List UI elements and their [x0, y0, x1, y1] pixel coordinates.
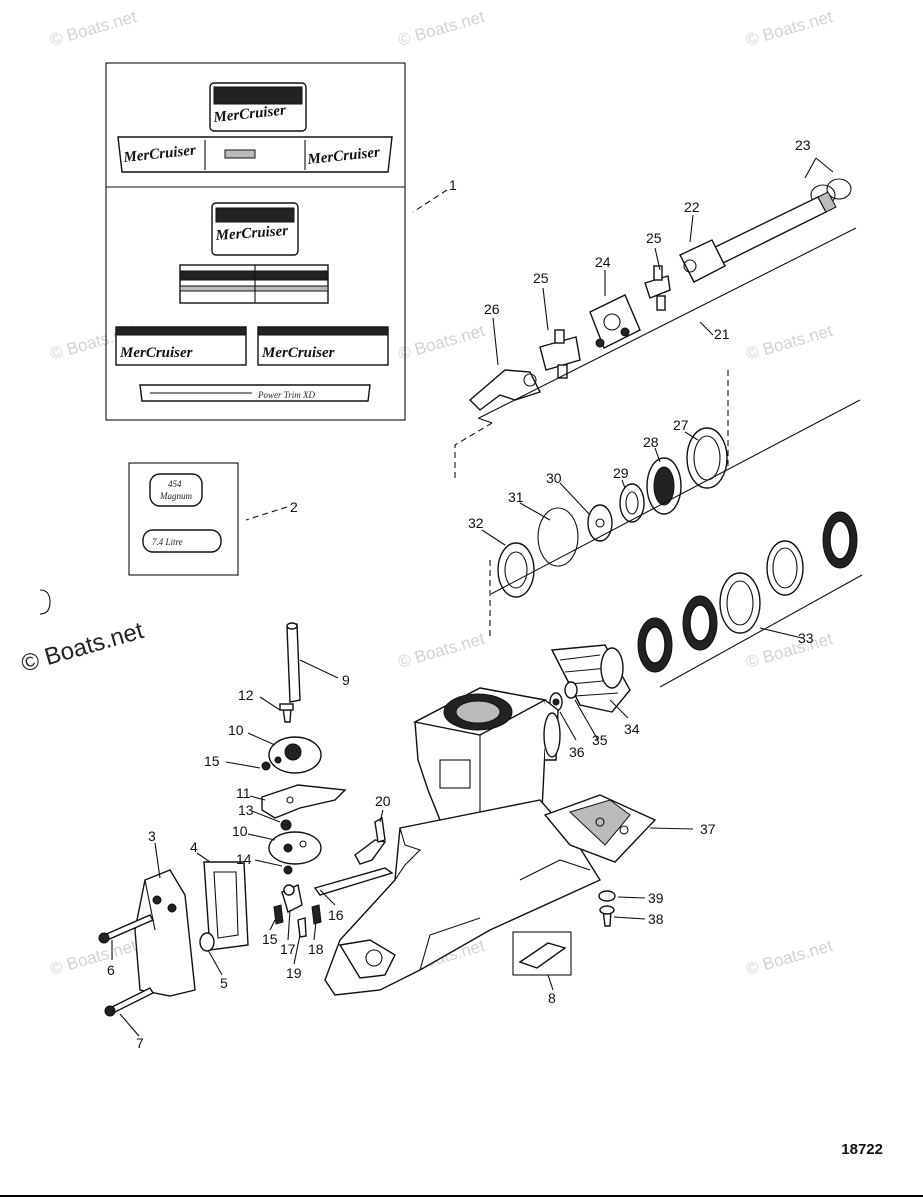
watermark: © Boats.net [48, 936, 139, 979]
part-label-26: 26 [484, 301, 500, 317]
part-label-9: 9 [342, 672, 350, 688]
decal-power-trim-text: Power Trim XD [257, 390, 316, 400]
part-label-39: 39 [648, 890, 664, 906]
side-cover-group [98, 861, 249, 1017]
watermark: © Boats.net [396, 629, 487, 672]
part-label-30: 30 [546, 470, 562, 486]
bearing-race-set [637, 511, 863, 688]
part-label-18: 18 [308, 941, 324, 957]
part-label-10: 10 [228, 722, 244, 738]
part-label-15: 15 [204, 753, 220, 769]
shift-components [261, 622, 394, 938]
part-label-22: 22 [684, 199, 700, 215]
part-label-6: 6 [107, 962, 115, 978]
gear-housing [324, 687, 602, 996]
decal-litre-text: 7.4 Litre [152, 537, 183, 547]
watermark: © Boats.net [396, 321, 487, 364]
part-label-25: 25 [533, 270, 549, 286]
part-label-16: 16 [328, 907, 344, 923]
diagram-number: 18722 [841, 1141, 883, 1158]
part-label-23: 23 [795, 137, 811, 153]
decal-brand-text: MerCruiser [306, 144, 381, 168]
part-label-2: 2 [290, 499, 298, 515]
part-label-12: 12 [238, 687, 254, 703]
part-label-14: 14 [236, 851, 252, 867]
decal-magnum-line1: 454 [168, 479, 182, 489]
part-label-15b: 15 [262, 931, 278, 947]
part-label-7: 7 [136, 1035, 144, 1051]
part-label-28: 28 [643, 434, 659, 450]
part-label-24: 24 [595, 254, 611, 270]
watermark: © Boats.net [744, 321, 835, 364]
watermark: © Boats.net [744, 7, 835, 50]
part-label-21: 21 [714, 326, 730, 342]
part-label-37: 37 [700, 821, 716, 837]
watermark: © Boats.net [396, 7, 487, 50]
watermark: © Boats.net [744, 936, 835, 979]
part-label-4: 4 [190, 839, 198, 855]
watermark-prominent: © Boats.net [18, 617, 147, 678]
watermark: © Boats.net [48, 7, 139, 50]
part-label-10b: 10 [232, 823, 248, 839]
drive-shaft-assembly [454, 178, 857, 480]
edge-bracket [39, 589, 51, 615]
part-label-5: 5 [220, 975, 228, 991]
part-label-38: 38 [648, 911, 664, 927]
bearing-stack [489, 399, 861, 640]
part-label-19: 19 [286, 965, 302, 981]
decal-brand-text: MerCruiser [214, 223, 289, 244]
part-label-13: 13 [238, 802, 254, 818]
badge-kit-box: 454 Magnum 7.4 Litre [128, 462, 239, 576]
part-label-36: 36 [569, 744, 585, 760]
part-label-32: 32 [468, 515, 484, 531]
part-label-33: 33 [798, 630, 814, 646]
part-label-1: 1 [449, 177, 457, 193]
decal-kit-box: MerCruiser MerCruiser MerCruiser MerCrui… [105, 62, 406, 421]
part-label-20: 20 [375, 793, 391, 809]
part-label-17: 17 [280, 941, 296, 957]
anode-plate-group [512, 794, 657, 976]
bottom-rule [0, 1195, 923, 1197]
part-label-8: 8 [548, 990, 556, 1006]
part-label-34: 34 [624, 721, 640, 737]
decal-brand-text: MerCruiser [122, 142, 197, 166]
decal-brand-text: MerCruiser [212, 102, 287, 126]
part-label-35: 35 [592, 732, 608, 748]
part-label-25b: 25 [646, 230, 662, 246]
part-label-31: 31 [508, 489, 524, 505]
part-labels: 1 2 3 4 5 6 7 8 9 10 10 11 12 13 14 15 1… [107, 137, 814, 1051]
part-label-3: 3 [148, 828, 156, 844]
part-label-11: 11 [236, 785, 251, 801]
decal-brand-text: MerCruiser [261, 345, 335, 361]
leader-lines [111, 157, 834, 1037]
decal-magnum-line2: Magnum [159, 491, 192, 501]
pinion-gear-group [549, 644, 631, 713]
decal-brand-text: MerCruiser [119, 345, 193, 361]
part-label-27: 27 [673, 417, 689, 433]
part-label-29: 29 [613, 465, 629, 481]
